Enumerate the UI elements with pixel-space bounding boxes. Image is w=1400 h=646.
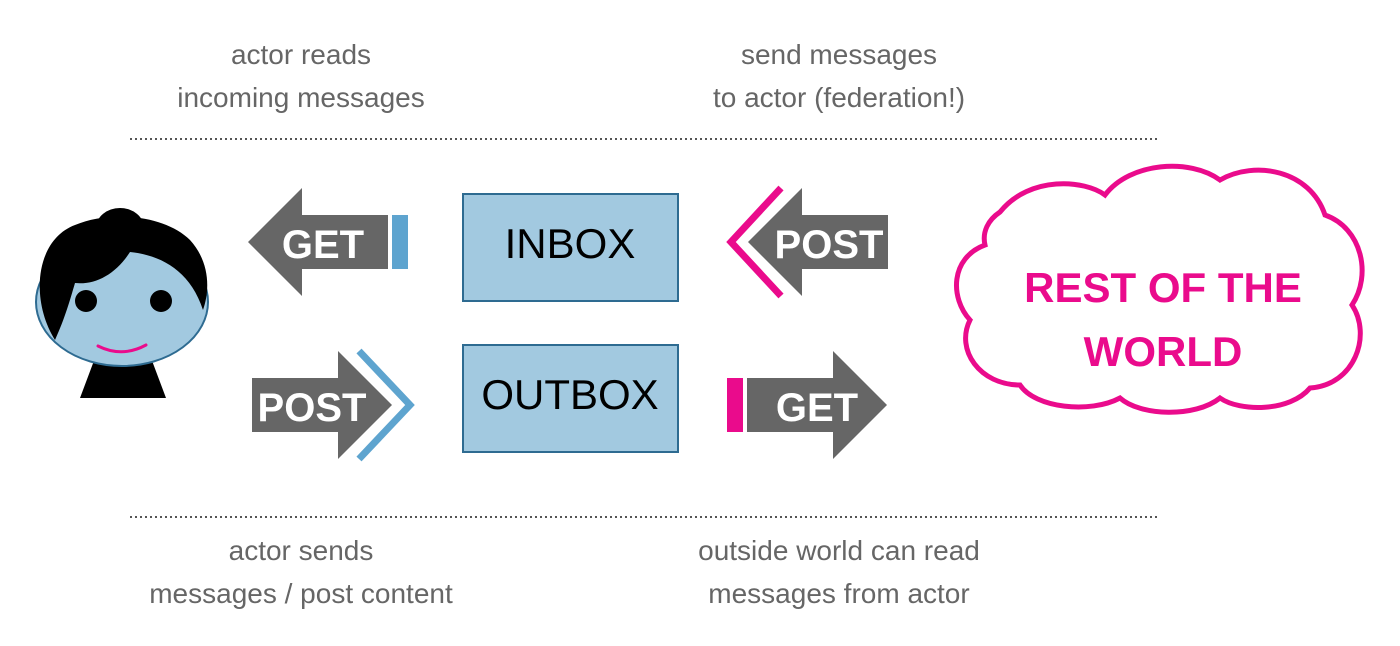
caption-outside-reads: outside world can read messages from act… <box>629 529 1049 615</box>
arrow-bar-accent <box>727 378 743 432</box>
cloud-label-line2: WORLD <box>1084 328 1243 375</box>
caption-send-to-actor: send messages to actor (federation!) <box>629 33 1049 119</box>
arrow-shape <box>252 351 392 459</box>
outbox-label: OUTBOX <box>481 371 658 418</box>
outbox-rect <box>462 344 679 453</box>
outbox-get-arrow: GET <box>727 351 887 459</box>
actor-avatar <box>35 208 209 398</box>
actor-eye-left <box>75 290 97 312</box>
inbox-label: INBOX <box>505 220 636 267</box>
actor-hair <box>39 216 208 340</box>
arrow-label-get: GET <box>282 223 364 267</box>
actor-hair-bun <box>96 208 144 248</box>
cloud-label-line1: REST OF THE <box>1024 264 1302 311</box>
arrow-shape <box>747 351 887 459</box>
caption-line: messages / post content <box>149 578 453 609</box>
caption-line: incoming messages <box>177 82 425 113</box>
caption-actor-reads: actor reads incoming messages <box>91 33 511 119</box>
caption-line: actor sends <box>228 535 374 566</box>
actor-eye-right <box>150 290 172 312</box>
arrow-chevron-accent <box>726 185 784 299</box>
arrow-label-post: POST <box>775 223 884 267</box>
caption-line: to actor (federation!) <box>712 82 966 113</box>
arrow-shape <box>748 188 888 296</box>
arrow-chevron-accent <box>356 348 415 462</box>
caption-line: send messages <box>740 39 938 70</box>
arrow-label-post: POST <box>258 386 367 430</box>
inbox-rect <box>462 193 679 302</box>
outbox-post-arrow: POST <box>252 348 415 462</box>
caption-line: actor reads <box>230 39 372 70</box>
actor-smile <box>96 343 148 354</box>
caption-line: messages from actor <box>708 578 970 609</box>
caption-actor-sends: actor sends messages / post content <box>91 529 511 615</box>
arrow-bar-accent <box>392 215 408 269</box>
inbox-box: INBOX <box>462 193 679 302</box>
inbox-get-arrow: GET <box>248 188 408 296</box>
arrow-label-get: GET <box>776 386 858 430</box>
inbox-post-arrow: POST <box>726 185 888 299</box>
outbox-box: OUTBOX <box>462 344 679 453</box>
cloud-outline <box>954 163 1365 415</box>
arrow-shape <box>248 188 388 296</box>
rest-of-world-cloud: REST OF THE WORLD <box>954 163 1365 415</box>
caption-line: outside world can read <box>698 535 980 566</box>
